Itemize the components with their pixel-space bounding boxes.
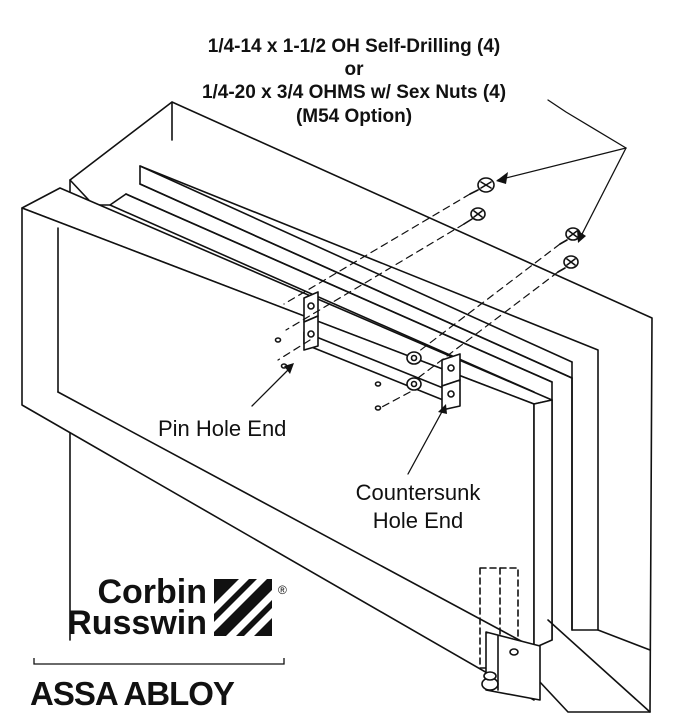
hardware-callout: 1/4-14 x 1-1/2 OH Self-Drilling (4) or 1… xyxy=(202,36,506,127)
logo-divider xyxy=(33,658,285,665)
frame-base xyxy=(547,619,651,713)
logo-parent: ASSA ABLOY xyxy=(30,675,235,712)
countersunk-label: Countersunk Hole End xyxy=(356,480,482,533)
callout-line-2: or xyxy=(345,59,365,80)
countersunk-line-2: Hole End xyxy=(373,508,464,533)
logo-brand-line-2: Russwin xyxy=(67,604,207,642)
hinge-assembly xyxy=(479,567,541,701)
callout-line-4: (M54 Option) xyxy=(296,106,412,127)
door-slab xyxy=(21,187,553,701)
fastener-paths xyxy=(277,193,561,409)
logo-brand-line-1: Corbin xyxy=(97,573,207,611)
callout-line-3: 1/4-20 x 3/4 OHMS w/ Sex Nuts (4) xyxy=(202,82,506,103)
screw-3 xyxy=(559,227,581,245)
screw-4 xyxy=(557,255,579,273)
logo-stripe-mark-icon xyxy=(214,579,272,636)
screw-1 xyxy=(469,177,495,195)
leader-lines xyxy=(251,99,627,475)
corbin-russwin-logo: Corbin Russwin ® ASSA ABLOY xyxy=(30,573,287,712)
arrowheads xyxy=(284,172,586,414)
strap-bracket xyxy=(303,291,461,411)
screws xyxy=(463,177,581,273)
registered-mark: ® xyxy=(278,583,287,597)
countersunk-line-1: Countersunk xyxy=(356,480,482,505)
pin-hole-label: Pin Hole End xyxy=(158,416,286,441)
callout-line-1: 1/4-14 x 1-1/2 OH Self-Drilling (4) xyxy=(208,36,500,57)
screw-2 xyxy=(463,207,486,225)
